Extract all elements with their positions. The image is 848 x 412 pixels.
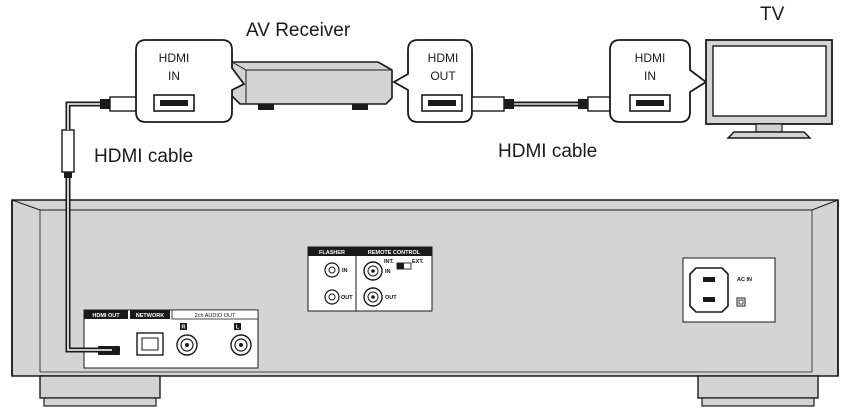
flasher-out-label: OUT [341,295,353,301]
audio-r-label: R [182,325,186,331]
remote-ext-label: EXT. [412,259,424,265]
network-label-bg [130,310,170,319]
remote-out-label: OUT [385,295,397,301]
hdmi-cable-receiver-to-tv [471,96,621,112]
remote-in-jack[interactable] [363,261,383,281]
tv-hdmi-in-callout: HDMI IN [609,39,708,123]
hdmi-out-label: HDMI OUT [92,313,120,319]
receiver-in-line1: HDMI [159,51,190,65]
hdmi-cable-player-to-receiver [61,96,143,353]
left-foot [39,375,161,399]
ac-in-label: AC IN [737,277,752,283]
player-rear-panel: HDMI OUT NETWORK 2ch AUDIO OUT R L [11,199,839,407]
tv-label: TV [760,4,785,25]
av-receiver-label: AV Receiver [246,20,351,41]
hdmi-cable-label-left: HDMI cable [94,146,193,167]
control-connector-block: FLASHER REMOTE CONTROL IN OUT IN INT. [307,246,433,312]
audio-out-label: 2ch AUDIO OUT [195,313,236,319]
right-foot [697,375,819,399]
hdmi-out-label-bg [84,310,128,319]
receiver-out-line2: OUT [430,69,456,83]
network-port[interactable] [136,332,164,356]
flasher-in-label: IN [342,268,348,274]
tv-in-line2: IN [644,69,656,83]
tv-in-line1: HDMI [635,51,666,65]
flasher-in-jack[interactable] [324,262,340,278]
receiver-hdmi-in-callout: HDMI IN [135,39,246,123]
audio-l-jack[interactable] [230,334,252,356]
hdmi-plug-vertical [61,129,75,173]
network-label: NETWORK [136,313,164,319]
remote-control-label: REMOTE CONTROL [368,250,421,256]
remote-out-jack[interactable] [363,287,383,307]
receiver-in-line2: IN [168,69,180,83]
flasher-label: FLASHER [319,250,345,256]
hdmi-cable-label-right: HDMI cable [498,141,597,162]
audio-l-label: L [236,325,240,331]
flasher-out-jack[interactable] [324,289,340,305]
av-receiver [231,61,393,110]
output-connector-block: HDMI OUT NETWORK 2ch AUDIO OUT R L [83,309,259,369]
audio-r-jack[interactable] [176,334,198,356]
int-ext-switch[interactable] [396,262,412,270]
ac-inlet-block: AC IN [682,257,776,323]
tv-screen [712,45,827,117]
double-insulation-icon [736,297,746,307]
remote-in-label: IN [385,269,391,275]
ac-inlet[interactable] [689,267,729,313]
tv [705,39,833,139]
receiver-hdmi-out-callout: HDMI OUT [392,39,473,123]
receiver-out-line1: HDMI [428,51,459,65]
remote-int-label: INT. [384,259,394,265]
